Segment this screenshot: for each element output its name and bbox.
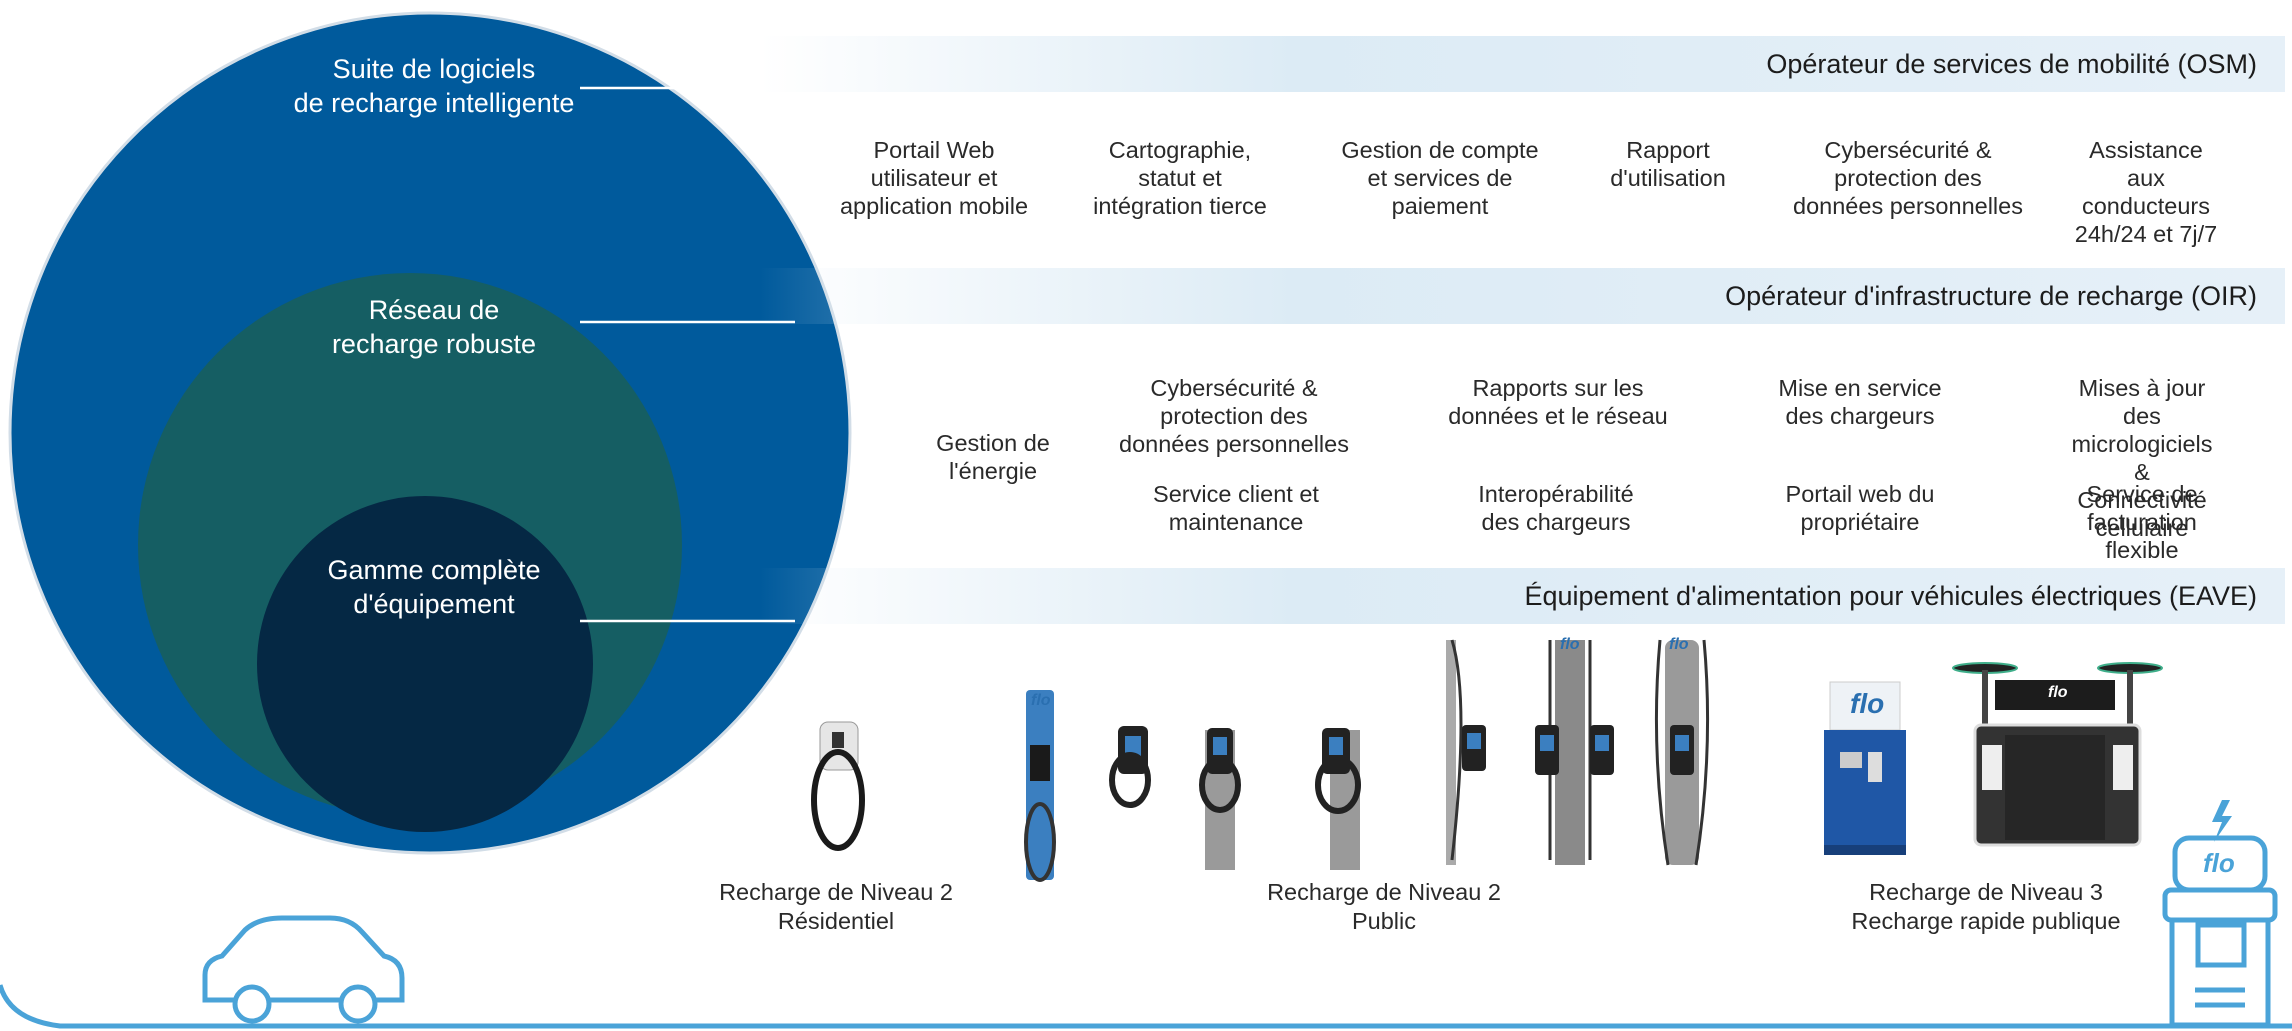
brand-logo: flo	[2203, 848, 2235, 878]
inner-circle	[257, 496, 593, 832]
pole-charger-image	[1446, 639, 1486, 865]
brand-logo: flo	[1669, 636, 1689, 653]
loop-pedestal-charger-image	[1654, 639, 1710, 866]
brand-logo: flo	[2048, 684, 2068, 701]
brand-logo: flo	[1850, 688, 1885, 719]
oir-item: Rapports sur les données et le réseau	[1448, 375, 1668, 429]
oir-item: Mise en service des chargeurs	[1778, 375, 1942, 429]
brand-logo: flo	[1031, 692, 1051, 709]
eave-band: Équipement d'alimentation pour véhicules…	[760, 568, 2285, 624]
oir-band: Opérateur d'infrastructure de recharge (…	[760, 268, 2285, 324]
dc-fast-charger-blue-image	[1824, 681, 1906, 855]
oir-item: Portail web du propriétaire	[1785, 481, 1935, 535]
public-charger-tall-blue-image	[1024, 690, 1056, 882]
osm-item: Portail Web utilisateur et application m…	[839, 137, 1029, 219]
oir-item: Service de facturation flexible	[2086, 481, 2198, 563]
eave-band-title: Équipement d'alimentation pour véhicules…	[1524, 581, 2257, 611]
osm-item: Rapport d'utilisation	[1610, 137, 1726, 191]
oir-item: Mises à jour des micrologiciels & Connec…	[2071, 375, 2213, 541]
charging-station-icon	[2162, 835, 2278, 1028]
oir-item: Service client et maintenance	[1153, 481, 1319, 535]
brand-logo: flo	[1560, 636, 1580, 653]
osm-band: Opérateur de services de mobilité (OSM)	[760, 36, 2285, 92]
wall-charger-image	[1109, 726, 1151, 808]
osm-item: Cybersécurité & protection des données p…	[1793, 137, 2023, 219]
car-icon	[202, 915, 405, 1024]
inner-circle-label: Gamme complète d'équipement	[327, 555, 541, 619]
oir-item: Gestion de l'énergie	[936, 430, 1050, 484]
osm-band-title: Opérateur de services de mobilité (OSM)	[1766, 49, 2257, 79]
dc-fast-charger-black-image	[1952, 662, 2163, 847]
dual-pedestal-charger-image	[1535, 640, 1614, 865]
road-line	[0, 984, 2292, 1029]
eave-category: Recharge de Niveau 2 Résidentiel	[719, 879, 953, 934]
residential-charger-image	[811, 721, 865, 851]
oir-band-title: Opérateur d'infrastructure de recharge (…	[1725, 281, 2257, 311]
osm-item: Assistance aux conducteurs 24h/24 et 7j/…	[2074, 137, 2218, 247]
outer-circle-label: Suite de logiciels de recharge intellige…	[293, 54, 575, 118]
eave-category: Recharge de Niveau 3 Recharge rapide pub…	[1851, 879, 2121, 934]
osm-item: Gestion de compte et services de paiemen…	[1341, 137, 1539, 219]
osm-item: Cartographie, statut et intégration tier…	[1093, 137, 1267, 219]
pedestal-charger-image	[1199, 728, 1241, 870]
eave-category: Recharge de Niveau 2 Public	[1267, 879, 1501, 934]
pedestal-charger-2-image	[1315, 728, 1361, 870]
lightning-icon	[2212, 800, 2232, 842]
middle-circle-label: Réseau de recharge robuste	[331, 295, 537, 359]
oir-item: Interopérabilité des chargeurs	[1478, 481, 1634, 535]
oir-item: Cybersécurité & protection des données p…	[1119, 375, 1349, 457]
